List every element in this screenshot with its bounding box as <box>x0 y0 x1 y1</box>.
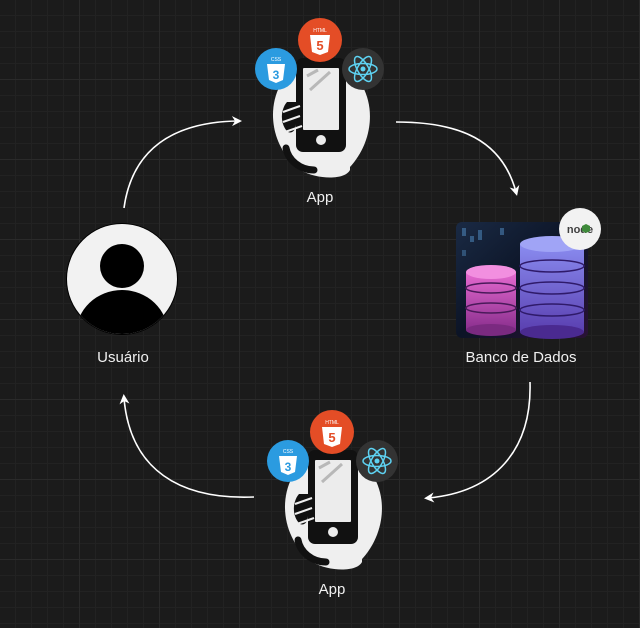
nodejs-badge-icon: node <box>559 208 601 250</box>
css-badge-text-bottom: CSS <box>283 449 294 455</box>
user-avatar-icon <box>66 223 178 335</box>
react-badge-top-icon <box>342 48 384 90</box>
svg-text:5: 5 <box>328 430 335 445</box>
svg-text:3: 3 <box>285 460 292 474</box>
app-top-phone-icon <box>272 58 370 178</box>
html5-badge-top-icon: HTML 5 <box>298 18 342 62</box>
user-label: Usuário <box>97 349 149 366</box>
react-badge-bottom-icon <box>356 440 398 482</box>
app-bottom-label: App <box>318 581 346 598</box>
arrow-app-top-to-database <box>395 121 520 196</box>
svg-text:5: 5 <box>316 38 323 53</box>
arrow-app-bottom-to-user <box>119 394 255 498</box>
html-badge-text-top: HTML <box>313 28 327 34</box>
css-badge-text-top: CSS <box>271 57 282 63</box>
app-top-label: App <box>306 189 334 206</box>
app-bottom-phone-icon <box>284 450 382 570</box>
html-badge-text-bottom: HTML <box>325 420 339 426</box>
arrow-user-to-app-top <box>123 116 242 209</box>
css3-badge-bottom-icon: CSS 3 <box>267 440 309 482</box>
html5-badge-bottom-icon: HTML 5 <box>310 410 354 454</box>
database-label: Banco de Dados <box>465 349 577 366</box>
database-icon <box>456 222 588 339</box>
arrow-database-to-app-bottom <box>424 381 531 503</box>
svg-text:3: 3 <box>273 68 280 82</box>
css3-badge-top-icon: CSS 3 <box>255 48 297 90</box>
